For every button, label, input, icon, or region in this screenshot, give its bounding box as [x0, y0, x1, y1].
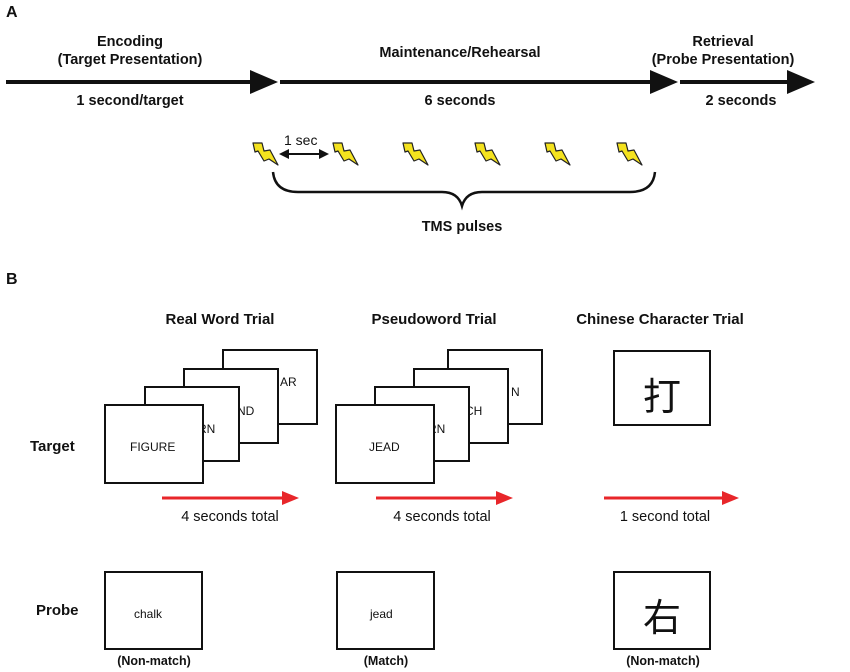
probe-character: 右 [642, 596, 681, 640]
target-row-label: Target [30, 438, 75, 455]
probe-row-label: Probe [36, 602, 79, 619]
card-word: AR [280, 375, 297, 389]
pseudoword-duration: 4 seconds total [393, 509, 491, 525]
real-word-duration: 4 seconds total [181, 509, 279, 525]
probe-word: jead [370, 607, 393, 621]
target-character: 打 [642, 375, 681, 419]
probe-word: chalk [134, 607, 163, 621]
retrieval-title-line2: (Probe Presentation) [651, 52, 795, 68]
timeline [6, 70, 815, 94]
encoding-arrow-head [250, 70, 278, 94]
duration-arrows [162, 491, 739, 505]
chinese-character-trial-title: Chinese Character Trial [576, 311, 744, 328]
lightning-icon [332, 142, 359, 166]
card-word: FIGURE [130, 440, 176, 454]
encoding-phase-title: Encoding (Target Presentation) [20, 33, 240, 69]
card-word: N [511, 385, 520, 399]
lightning-icon [474, 142, 501, 166]
maintenance-arrow-head [650, 70, 678, 94]
retrieval-duration: 2 seconds [705, 93, 777, 109]
lightning-icon [544, 142, 571, 166]
pseudoword-trial-title: Pseudoword Trial [371, 311, 497, 328]
panel-a-label: A [6, 4, 18, 21]
tms-pulses-label: TMS pulses [421, 219, 503, 235]
encoding-title-line2: (Target Presentation) [57, 52, 203, 68]
interval-double-arrow [279, 149, 329, 159]
chinese-result: (Non-match) [626, 654, 700, 668]
lightning-icon [402, 142, 429, 166]
encoding-duration: 1 second/target [76, 93, 184, 109]
retrieval-arrow-head [787, 70, 815, 94]
target-card-front: JEAD [335, 404, 435, 484]
lightning-icon [252, 142, 279, 166]
chinese-target-card: 打 [613, 350, 711, 426]
red-arrow-head [722, 491, 739, 505]
real-word-probe-card: chalk [104, 571, 203, 650]
tms-brace [271, 171, 657, 211]
retrieval-title-line1: Retrieval [692, 34, 754, 50]
red-arrow-head [496, 491, 513, 505]
lightning-icon [616, 142, 643, 166]
card-word: ND [237, 404, 255, 418]
pseudoword-result: (Match) [363, 654, 409, 668]
encoding-title-line1: Encoding [96, 34, 164, 50]
chinese-probe-card: 右 [613, 571, 711, 650]
interval-label: 1 sec [284, 132, 318, 148]
chinese-duration: 1 second total [619, 509, 711, 525]
pseudoword-probe-card: jead [336, 571, 435, 650]
red-arrow-head [282, 491, 299, 505]
target-card-front: FIGURE [104, 404, 204, 484]
maintenance-phase-title: Maintenance/Rehearsal [379, 45, 541, 61]
retrieval-phase-title: Retrieval (Probe Presentation) [628, 33, 818, 69]
panel-b-label: B [6, 271, 18, 288]
card-word: JEAD [369, 440, 400, 454]
real-word-trial-title: Real Word Trial [165, 311, 275, 328]
maintenance-duration: 6 seconds [424, 93, 496, 109]
real-word-result: (Non-match) [117, 654, 191, 668]
